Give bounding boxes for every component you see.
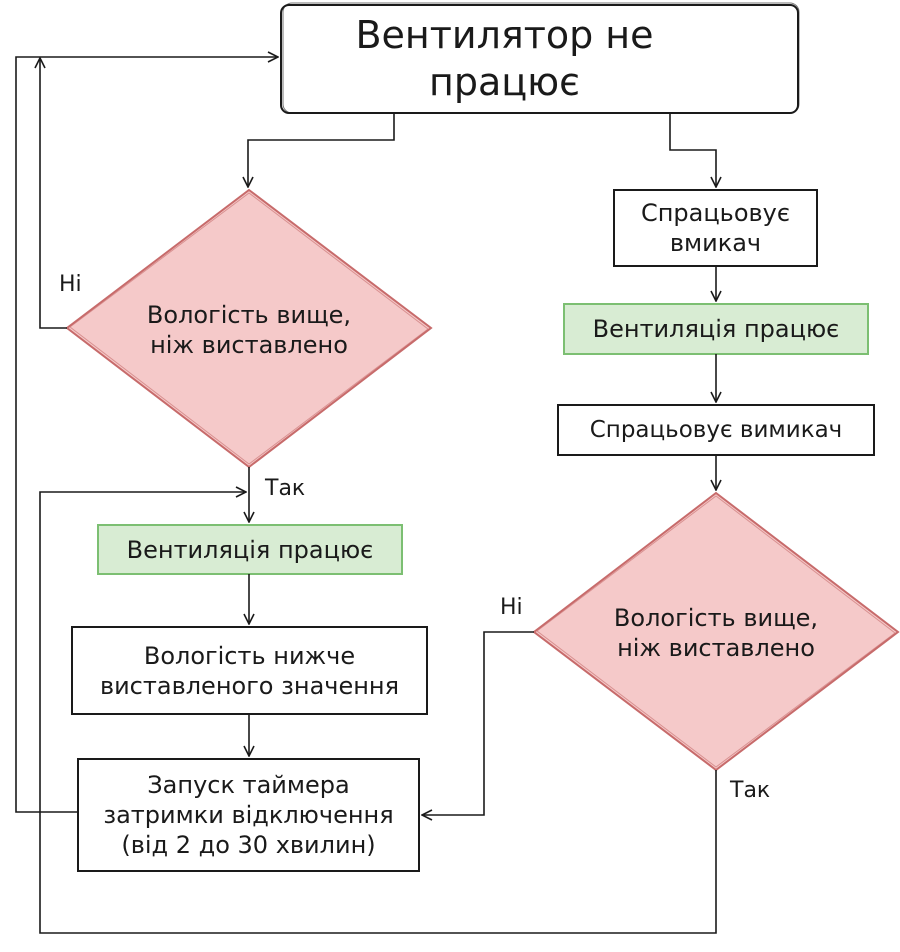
- timer-box: [77, 758, 420, 872]
- edge-timer-loop-to-start: [15, 57, 278, 813]
- switch-off-box: [557, 404, 875, 456]
- left-decision-label: Вологість вище, ніж виставлено: [146, 301, 352, 359]
- left-yes-label: Так: [265, 476, 306, 501]
- right-decision-label: Вологість вище, ніж виставлено: [613, 604, 819, 662]
- humidity-lower-label: Вологість нижче виставленого значення: [99, 641, 400, 700]
- left-decision-text: Вологість вище, ніж виставлено: [100, 285, 398, 375]
- edge-start-to-switch-on: [669, 113, 716, 187]
- switch-off-label: Спрацьовує вимикач: [589, 416, 843, 443]
- right-decision-text: Вологість вище, ніж виставлено: [567, 588, 865, 678]
- right-fan-on-text: Вентиляція працює: [564, 304, 868, 354]
- left-fan-on-box: [97, 524, 403, 575]
- edge-right-yes-loop: [39, 492, 717, 934]
- timer-label: Запуск таймера затримки відключення (від…: [103, 771, 394, 859]
- start-text: Вентилятор не працює: [281, 5, 798, 113]
- right-no-label: Ні: [500, 595, 523, 620]
- humidity-lower-box: [71, 626, 428, 715]
- right-yes-label: Так: [730, 778, 771, 803]
- right-fan-on-label: Вентиляція працює: [592, 315, 840, 343]
- switch-on-label: Спрацьовує вмикач: [640, 199, 791, 257]
- timer-text: Запуск таймера затримки відключення (від…: [78, 759, 419, 871]
- switch-off-text: Спрацьовує вимикач: [558, 405, 874, 455]
- edge-start-to-left-decision: [248, 113, 395, 187]
- humidity-lower-text: Вологість нижче виставленого значення: [72, 627, 427, 714]
- left-fan-on-label: Вентиляція працює: [126, 535, 374, 564]
- start-label: Вентилятор не працює: [355, 12, 654, 105]
- left-fan-on-text: Вентиляція працює: [98, 525, 402, 574]
- edge-left-no-loop: [40, 58, 67, 329]
- left-no-label: Ні: [59, 272, 82, 297]
- switch-on-text: Спрацьовує вмикач: [614, 190, 817, 266]
- edge-right-no-to-timer: [422, 631, 534, 815]
